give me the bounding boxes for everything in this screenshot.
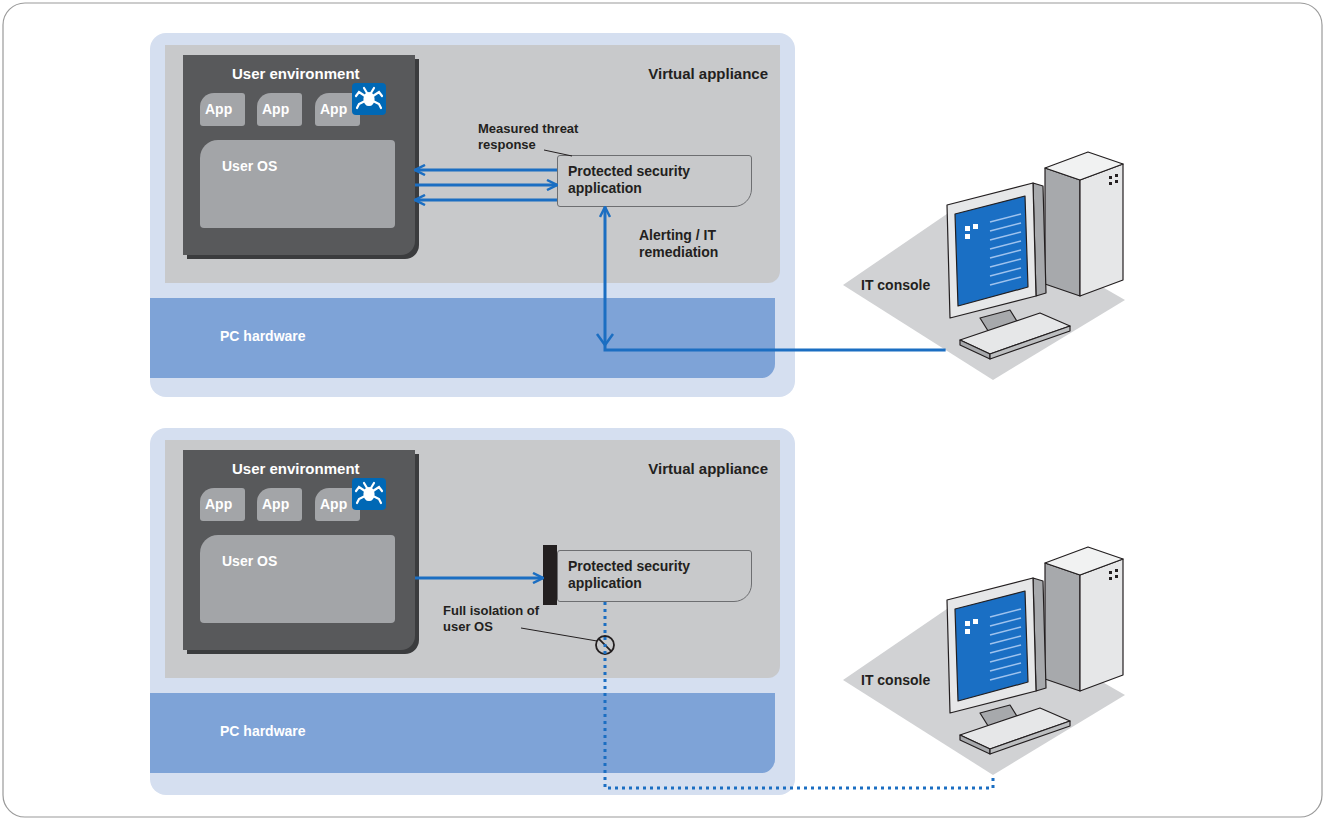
node-label: App [320,496,358,513]
environment-box: User environmentApp App AppUser OS [183,450,415,650]
panel-ground [150,428,795,795]
node-label: User OS [222,553,382,570]
app-box: App [200,93,245,126]
icon-ground [352,478,386,510]
node-label: App [205,101,243,118]
node-label: Protected security application [568,558,743,592]
callout-label: Full isolation of user OS [443,603,543,634]
isolation-bar [543,545,557,605]
os-box: User OS [200,140,395,228]
app-box: App [257,93,302,126]
flow-arrow [415,169,557,172]
node-label: IT console [861,277,951,294]
security-app-box: Protected security application [557,155,752,207]
app-box: App [257,488,302,521]
security-app-box: Protected security application [557,550,752,602]
panel-ground [150,33,795,397]
malware-icon [352,83,386,115]
node-label: PC hardware [220,328,420,345]
os-box: User OS [200,535,395,623]
node-label: User environment [232,65,407,83]
flow-arrow [605,207,946,350]
app-box: App [200,488,245,521]
node-label: User environment [232,460,407,478]
node-label: App [262,101,300,118]
node-label: User OS [222,158,382,175]
computer-figure [947,152,1123,359]
icon-ground [352,83,386,115]
appliance-box: Virtual applianceUser environmentAppAppA… [165,440,780,678]
flow-arrow [415,577,543,580]
node-label: App [320,101,358,118]
environment-box: User environmentApp App AppUser OS [183,55,415,255]
page-frame [3,3,1322,817]
bug-figure [356,483,382,503]
leader-line [521,628,597,641]
node-label: App [262,496,300,513]
hardware-band: PC hardware [150,298,775,378]
malware-icon [352,478,386,510]
console-platform: IT console [843,205,1125,380]
app-box: App [315,93,360,126]
node-label: App [205,496,243,513]
dotted-link [605,602,993,788]
hardware-band: PC hardware [150,693,775,773]
edge-label: Alerting / IT remediation [636,226,754,262]
callout-label: Measured threat response [478,121,590,152]
bug-figure [356,88,382,108]
app-box: App [315,488,360,521]
flow-arrow [415,199,557,202]
node-label: PC hardware [220,723,420,740]
leader-line [544,150,572,156]
computer-figure [947,547,1123,754]
flow-arrow [415,184,557,187]
console-platform: IT console [843,600,1125,775]
node-label: IT console [861,672,951,689]
node-label: Protected security application [568,163,743,197]
